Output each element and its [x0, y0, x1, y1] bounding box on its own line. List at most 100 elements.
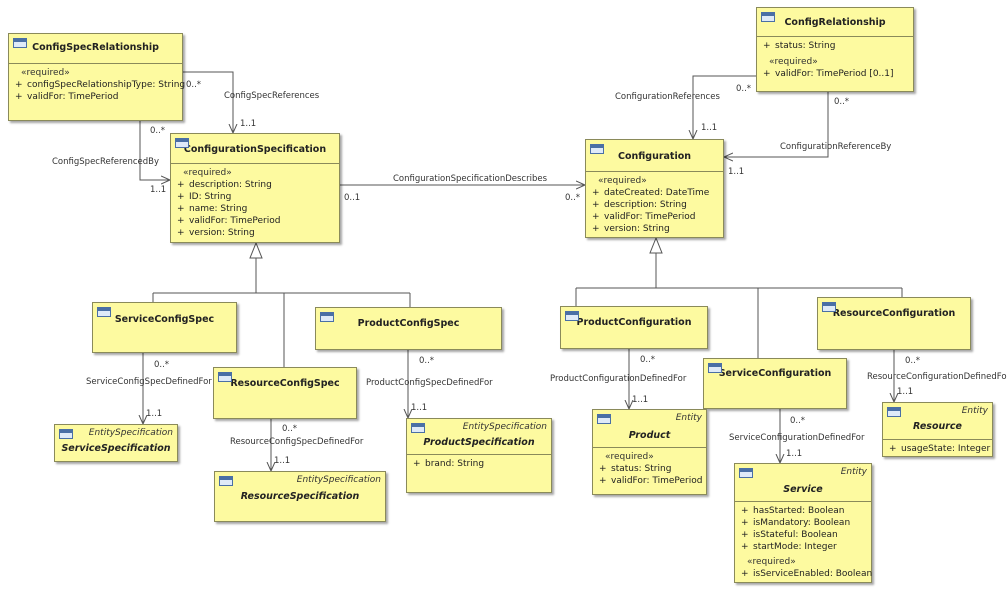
mult-configspecreferences-source: 0..*	[186, 80, 202, 90]
class-resourceconfiguration[interactable]: ResourceConfiguration	[817, 297, 971, 350]
generalization-configspec	[152, 258, 411, 367]
class-configurationspecification[interactable]: ConfigurationSpecification «required» +d…	[170, 133, 340, 243]
class-resourcespecification[interactable]: EntitySpecification ResourceSpecificatio…	[214, 471, 386, 522]
attribute: +description: String	[177, 180, 272, 190]
attribute: +status: String	[763, 41, 836, 51]
mult-serviceconfigurationdefinedfor-source: 0..*	[790, 416, 806, 426]
class-icon	[13, 38, 27, 48]
label-configurationreferences: ConfigurationReferences	[615, 92, 720, 102]
class-name: ServiceConfiguration	[718, 368, 832, 379]
mult-resourceconfigspecdefinedfor-source: 0..*	[282, 424, 298, 434]
assoc-configspecreferencedby	[140, 121, 170, 180]
class-icon	[887, 407, 901, 417]
mult-productconfigurationdefinedfor-source: 0..*	[640, 355, 656, 365]
class-product[interactable]: Entity Product «required» +status: Strin…	[592, 409, 707, 495]
label-configspecreferencedby: ConfigSpecReferencedBy	[52, 157, 160, 167]
class-serviceconfigspec[interactable]: ServiceConfigSpec	[92, 302, 237, 353]
class-icon	[565, 311, 579, 321]
stereotype-required: «required»	[605, 452, 654, 462]
class-configrelationship[interactable]: ConfigRelationship +status: String «requ…	[756, 7, 914, 92]
mult-serviceconfigurationdefinedfor-target: 1..1	[786, 449, 803, 459]
generalization-triangle-configuration	[649, 236, 663, 254]
class-icon	[320, 312, 334, 322]
generalization-configuration	[575, 253, 903, 358]
mult-configurationreferences-target: 1..1	[701, 123, 718, 133]
class-icon	[175, 138, 189, 148]
label-resourceconfigspecdefinedfor: ResourceConfigSpecDefinedFor	[230, 437, 364, 447]
class-name: ProductConfiguration	[576, 317, 692, 328]
class-name: Configuration	[617, 151, 692, 162]
class-name: ResourceConfigSpec	[230, 378, 340, 389]
attribute: +ID: String	[177, 192, 232, 202]
attribute: +validFor: TimePeriod	[15, 92, 119, 102]
class-icon	[218, 372, 232, 382]
class-name: ConfigRelationship	[784, 17, 886, 28]
class-icon	[597, 414, 611, 424]
assoc-configurationreferenceby	[724, 92, 828, 157]
stereotype: Entity	[840, 467, 867, 477]
attribute: +status: String	[599, 464, 672, 474]
class-icon	[97, 307, 111, 317]
mult-configspecreferencedby-target: 1..1	[150, 185, 167, 195]
mult-productconfigspecdefinedfor-target: 1..1	[411, 403, 428, 413]
mult-configspecreferencedby-source: 0..*	[150, 126, 166, 136]
class-name: ProductConfigSpec	[357, 318, 460, 329]
class-serviceconfiguration[interactable]: ServiceConfiguration	[703, 358, 847, 409]
attribute: +isMandatory: Boolean	[741, 518, 851, 528]
class-name: ConfigurationSpecification	[183, 144, 327, 155]
attribute: +validFor: TimePeriod	[592, 212, 696, 222]
stereotype: Entity	[961, 406, 988, 416]
stereotype: EntitySpecification	[88, 428, 173, 438]
class-name: Product	[628, 430, 671, 441]
label-configurationspecificationdescribes: ConfigurationSpecificationDescribes	[393, 174, 548, 184]
attribute: +version: String	[177, 228, 255, 238]
assoc-configspecreferences	[183, 72, 233, 133]
attribute-compartment: +usageState: Integer	[883, 439, 992, 455]
attribute-compartment: +hasStarted: Boolean +isMandatory: Boole…	[735, 501, 872, 580]
assoc-configurationreferences	[693, 76, 756, 139]
mult-resourceconfigurationdefinedfor-target: 1..1	[897, 387, 914, 397]
attribute: +description: String	[592, 200, 687, 210]
class-productconfigspec[interactable]: ProductConfigSpec	[315, 307, 502, 350]
attribute: +validFor: TimePeriod [0..1]	[763, 69, 894, 79]
class-icon	[219, 476, 233, 486]
class-name: ProductSpecification	[423, 437, 535, 448]
mult-productconfigspecdefinedfor-source: 0..*	[419, 356, 435, 366]
class-productspecification[interactable]: EntitySpecification ProductSpecification…	[406, 418, 552, 493]
class-icon	[708, 363, 722, 373]
attribute-compartment: +brand: String	[407, 454, 551, 470]
attribute-compartment: «required» +configSpecRelationshipType: …	[9, 63, 186, 103]
mult-productconfigurationdefinedfor-target: 1..1	[632, 395, 649, 405]
attribute-compartment: «required» +status: String +validFor: Ti…	[593, 447, 706, 487]
class-servicespecification[interactable]: EntitySpecification ServiceSpecification	[54, 424, 178, 462]
label-serviceconfigurationdefinedfor: ServiceConfigurationDefinedFor	[729, 433, 865, 443]
mult-configurationreferences-source: 0..*	[736, 84, 752, 94]
mult-resourceconfigspecdefinedfor-target: 1..1	[274, 456, 291, 466]
class-service[interactable]: Entity Service +hasStarted: Boolean +isM…	[734, 463, 872, 583]
class-resource[interactable]: Entity Resource +usageState: Integer	[882, 402, 993, 457]
class-configspecrelationship[interactable]: ConfigSpecRelationship «required» +confi…	[8, 33, 186, 121]
class-productconfiguration[interactable]: ProductConfiguration	[560, 306, 708, 349]
mult-configurationreferenceby-target: 1..1	[728, 167, 745, 177]
label-configspecreferences: ConfigSpecReferences	[224, 91, 320, 101]
class-configuration[interactable]: Configuration «required» +dateCreated: D…	[585, 139, 724, 238]
attribute: +isStateful: Boolean	[741, 530, 838, 540]
stereotype-required: «required»	[183, 168, 232, 178]
class-name: ResourceSpecification	[240, 491, 360, 502]
class-icon	[739, 468, 753, 478]
label-configurationreferenceby: ConfigurationReferenceBy	[780, 142, 892, 152]
attribute: +validFor: TimePeriod	[599, 476, 703, 486]
attribute: +version: String	[592, 224, 670, 234]
class-icon	[822, 302, 836, 312]
attribute: +hasStarted: Boolean	[741, 506, 845, 516]
mult-serviceconfigspecdefinedfor-target: 1..1	[146, 409, 163, 419]
mult-resourceconfigurationdefinedfor-source: 0..*	[905, 356, 921, 366]
class-name: ServiceConfigSpec	[114, 314, 215, 325]
class-icon	[761, 12, 775, 22]
label-productconfigspecdefinedfor: ProductConfigSpecDefinedFor	[366, 378, 493, 388]
attribute: +configSpecRelationshipType: String	[15, 80, 186, 90]
mult-serviceconfigspecdefinedfor-source: 0..*	[154, 360, 170, 370]
class-icon	[590, 144, 604, 154]
class-resourceconfigspec[interactable]: ResourceConfigSpec	[213, 367, 357, 419]
